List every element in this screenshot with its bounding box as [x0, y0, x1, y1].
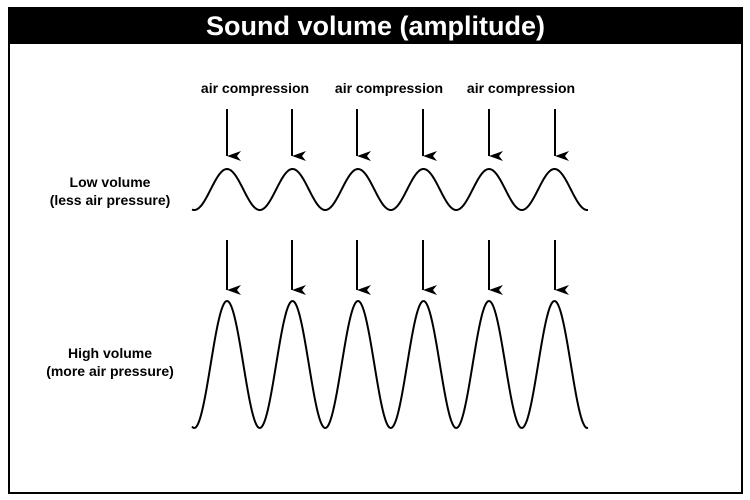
diagram-title: Sound volume (amplitude) [10, 9, 741, 44]
high-volume-label-line1: High volume [67, 345, 152, 361]
compression-label-1: air compression [200, 80, 310, 96]
low-volume-label-line2: (less air pressure) [49, 192, 171, 208]
high-volume-wave [191, 299, 589, 430]
compression-label-2: air compression [334, 80, 444, 96]
low-volume-wave [191, 167, 589, 211]
low-volume-label-line1: Low volume [69, 174, 151, 190]
compression-arrows-top [226, 109, 569, 161]
diagram-frame: Sound volume (amplitude) [8, 7, 743, 494]
high-volume-label-line2: (more air pressure) [46, 363, 174, 379]
compression-label-3: air compression [466, 80, 576, 96]
low-volume-label: Low volume (less air pressure) [35, 173, 185, 209]
compression-arrows-bottom [226, 240, 569, 295]
high-volume-label: High volume (more air pressure) [35, 344, 185, 380]
